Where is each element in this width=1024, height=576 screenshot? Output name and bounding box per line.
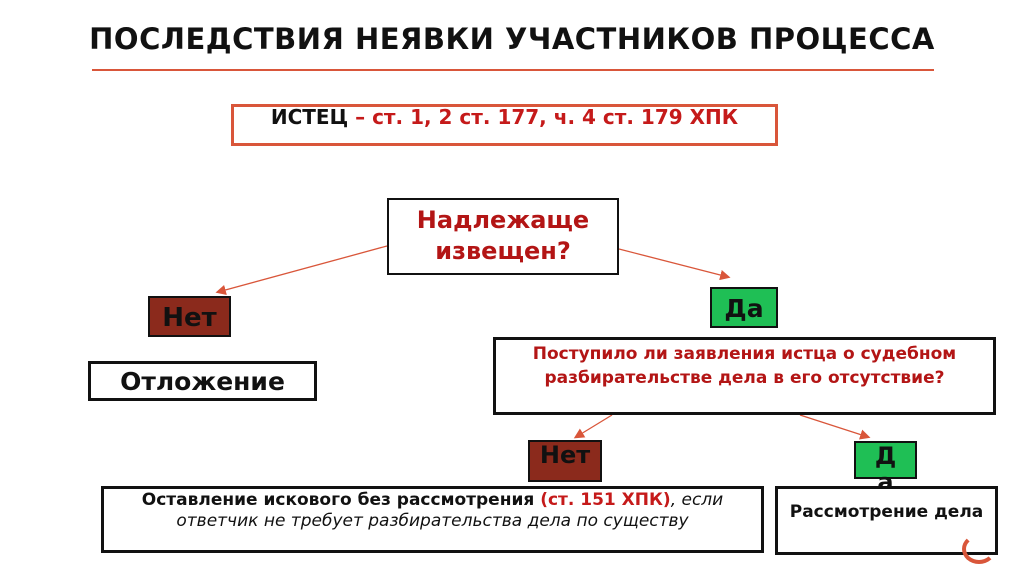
title-divider bbox=[92, 69, 934, 71]
arrow-to-yes1 bbox=[618, 248, 731, 281]
slide-title: ПОСЛЕДСТВИЯ НЕЯВКИ УЧАСТНИКОВ ПРОЦЕССА bbox=[89, 22, 935, 56]
arrow-to-no2 bbox=[573, 414, 613, 439]
result-case-review: Рассмотрение дела bbox=[775, 486, 998, 555]
branch-no-1: Нет bbox=[148, 296, 231, 337]
question-absence-request: Поступило ли заявления истца о судебном … bbox=[493, 337, 996, 415]
result-leave-without-review: Оставление искового без рассмотрения (ст… bbox=[101, 486, 764, 553]
result-no-ref: (ст. 151 ХПК) bbox=[534, 490, 671, 510]
question-notified: Надлежаще извещен? bbox=[387, 198, 619, 275]
claimant-articles: – ст. 1, 2 ст. 177, ч. 4 ст. 179 ХПК bbox=[348, 105, 739, 129]
arrow-to-no1 bbox=[215, 245, 388, 295]
claimant-box: ИСТЕЦ – ст. 1, 2 ст. 177, ч. 4 ст. 179 Х… bbox=[231, 104, 778, 146]
branch-yes-2: Да bbox=[854, 441, 917, 495]
postponement-box: Отложение bbox=[88, 361, 317, 401]
branch-yes-1: Да bbox=[710, 287, 778, 328]
result-no-condition: , если ответчик не требует разбирательст… bbox=[176, 490, 724, 531]
corner-logo-icon bbox=[962, 534, 996, 564]
result-no-bold: Оставление искового без рассмотрения bbox=[141, 490, 535, 510]
claimant-label: ИСТЕЦ bbox=[270, 105, 349, 129]
arrow-to-yes2 bbox=[799, 414, 871, 440]
branch-no-2: Нет bbox=[528, 440, 602, 482]
